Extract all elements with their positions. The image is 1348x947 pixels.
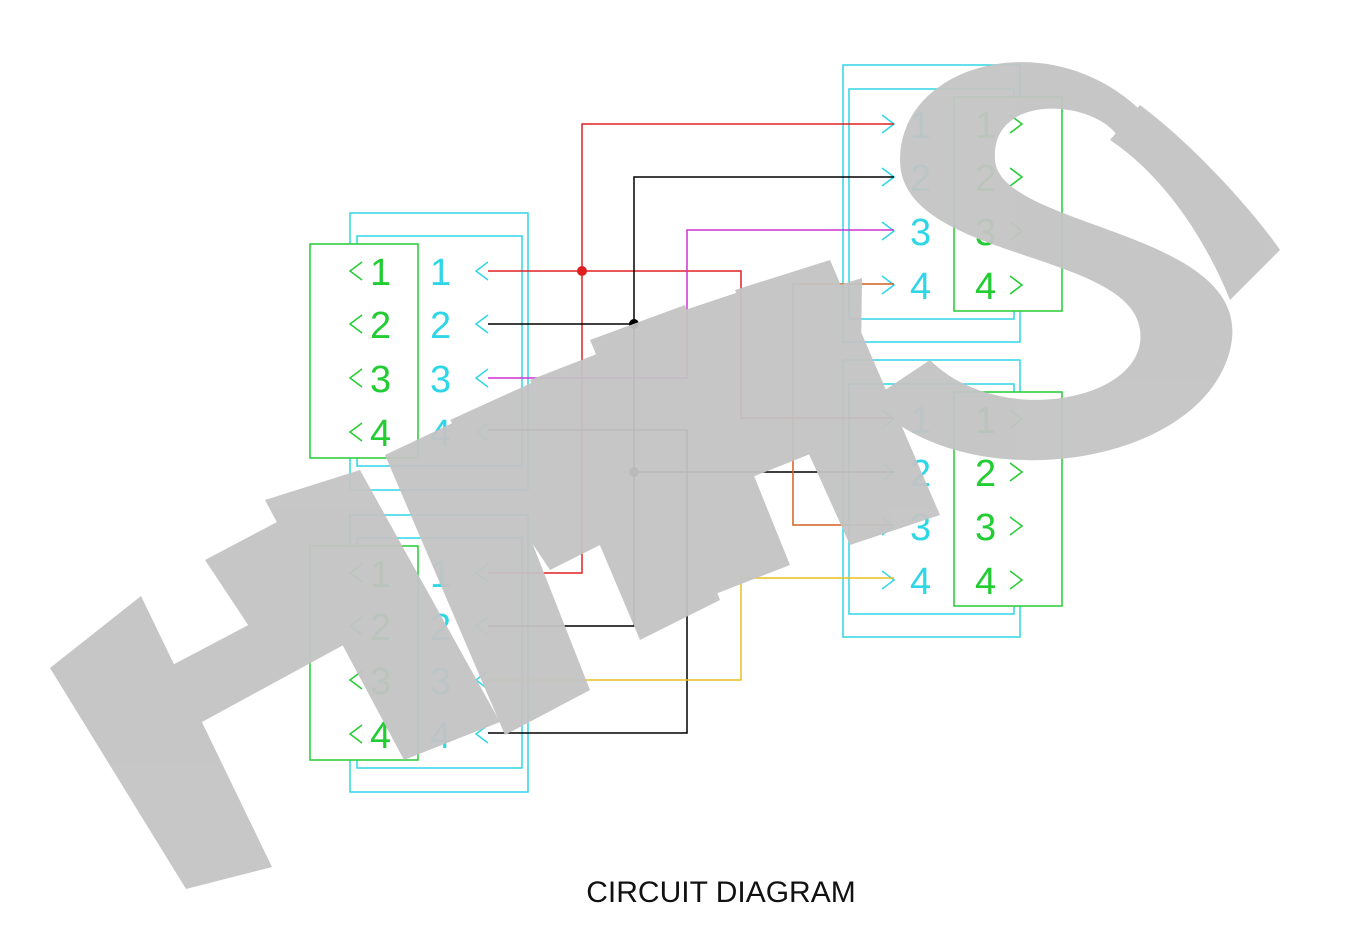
chevron-right-icon xyxy=(881,114,896,295)
watermark-letter-h xyxy=(125,582,360,746)
chevron-left-icon xyxy=(348,261,363,442)
pin-label-green: 4 xyxy=(975,266,996,308)
wire-black xyxy=(488,176,894,325)
pin-label-green: 2 xyxy=(975,453,996,495)
watermark-letter-s xyxy=(1110,105,1280,300)
watermark xyxy=(50,62,1280,889)
pin-label-cyan: 3 xyxy=(910,212,931,254)
watermark-letter-m xyxy=(385,410,590,735)
pin-label-green: 2 xyxy=(370,305,391,347)
pin-label-cyan: 2 xyxy=(430,305,451,347)
connector-left-upper: 1 2 3 4 1 2 3 4 xyxy=(309,212,529,491)
pin-label-cyan: 3 xyxy=(430,359,451,401)
pin-label-cyan: 4 xyxy=(910,561,931,603)
wire-yellow xyxy=(488,577,894,681)
watermark-letter-s xyxy=(870,62,1233,461)
pin-label-cyan: 4 xyxy=(910,266,931,308)
watermark-letter-m xyxy=(590,305,790,600)
connector-plug xyxy=(309,243,419,459)
pin-label-green: 3 xyxy=(370,359,391,401)
watermark-letter-h xyxy=(265,470,500,760)
diagram-caption: CIRCUIT DIAGRAM xyxy=(96,876,1346,910)
pin-label-green: 1 xyxy=(370,252,391,294)
pin-label-green: 4 xyxy=(370,413,391,455)
pin-label-cyan: 1 xyxy=(430,252,451,294)
pin-label-green: 3 xyxy=(975,507,996,549)
wire-red xyxy=(581,123,894,271)
junction-node xyxy=(577,266,587,276)
pin-label-green: 4 xyxy=(975,561,996,603)
watermark-letter-m xyxy=(775,278,862,455)
watermark-letter-m xyxy=(655,285,820,480)
caption-text: CIRCUIT DIAGRAM xyxy=(586,876,856,909)
